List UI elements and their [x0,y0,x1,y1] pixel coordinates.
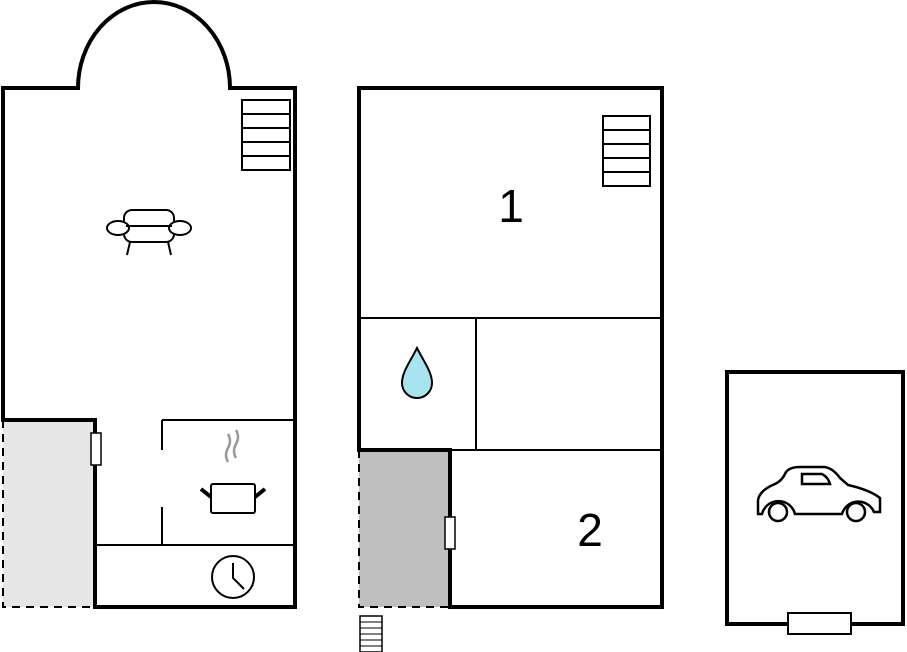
room-label-1: 1 [498,180,524,232]
stairs-icon [602,115,651,187]
clock-icon [211,555,255,599]
middle-building: 1 2 [357,86,664,652]
water-drop-icon [400,345,434,399]
window [90,432,102,466]
terrace-right [359,450,450,607]
car-icon [756,465,882,523]
stairs-icon [359,615,383,652]
cooking-pot-icon [199,429,267,514]
sofa-icon [106,209,192,256]
garage [725,370,905,635]
window [444,516,456,550]
garage-door [787,612,852,635]
left-building [1,0,297,609]
terrace-left [3,420,95,607]
room-label-2: 2 [577,504,603,556]
stairs-icon [241,99,291,171]
